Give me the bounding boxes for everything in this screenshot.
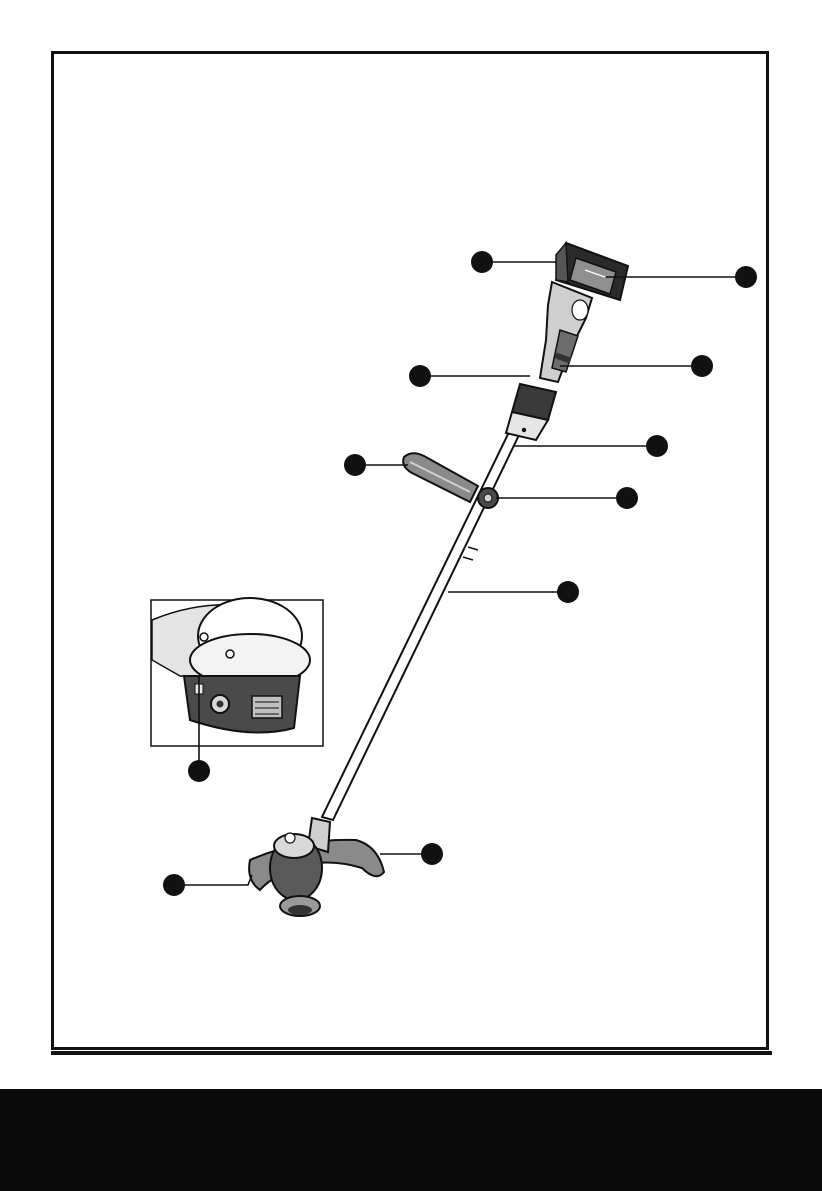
callout-9 (421, 843, 443, 865)
callout-markers (163, 251, 757, 896)
footer-band (0, 1089, 822, 1191)
callout-4 (691, 355, 713, 377)
rear-handle (506, 282, 592, 440)
auxiliary-handle (403, 453, 498, 508)
callout-6 (344, 454, 366, 476)
callout-10 (163, 874, 185, 896)
leader-line-10 (174, 875, 252, 885)
callout-8 (557, 581, 579, 603)
trimmer-head (249, 818, 384, 916)
callout-5 (646, 435, 668, 457)
leader-lines (174, 262, 746, 885)
callout-3 (409, 365, 431, 387)
callout-2 (735, 266, 757, 288)
inset-detail (151, 598, 323, 746)
callout-1 (471, 251, 493, 273)
callout-11 (188, 760, 210, 782)
callout-7 (616, 487, 638, 509)
